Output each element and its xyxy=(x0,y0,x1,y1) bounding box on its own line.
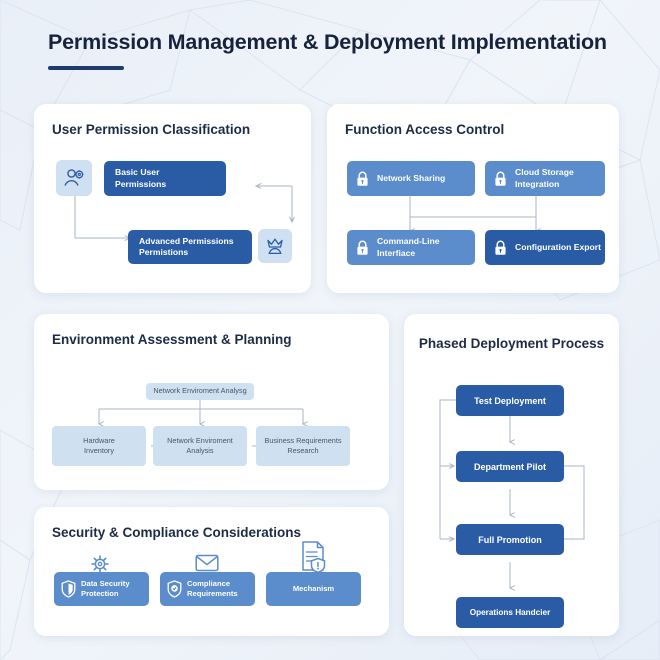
card-title-environment: Environment Assessment & Planning xyxy=(52,332,292,347)
label-line2: Permissions xyxy=(115,178,167,189)
box-configuration-export-label: Configuration Export xyxy=(515,242,601,253)
card-function-access-control: Function Access Control Network Sharing xyxy=(327,104,619,293)
box-department-pilot-label: Department Pilot xyxy=(473,461,546,472)
label-line1: Network Sharing xyxy=(377,172,446,183)
label-line1: Network Enviroment Analysg xyxy=(153,386,247,396)
box-command-line-interface[interactable]: Command-Line Interfiace xyxy=(347,230,475,265)
envelope-icon xyxy=(195,554,219,572)
label-line1: Hardware xyxy=(83,435,115,445)
box-advanced-permissions-label: Advanced Permissions Permistions xyxy=(139,236,234,259)
lock-icon xyxy=(357,240,368,255)
user-gear-icon xyxy=(64,169,84,186)
box-configuration-export[interactable]: Configuration Export xyxy=(485,230,605,265)
card-title-function-access: Function Access Control xyxy=(345,122,505,137)
crown-icon-tile[interactable] xyxy=(258,229,292,263)
box-network-environment-analysis[interactable]: Network Enviroment Analysis xyxy=(153,426,247,466)
label-line1: Configuration Export xyxy=(515,241,601,252)
card-security-compliance-considerations: Security & Compliance Considerations xyxy=(34,507,389,636)
document-shield-icon xyxy=(302,541,326,574)
box-network-sharing[interactable]: Network Sharing xyxy=(347,161,475,196)
box-test-deployment-label: Test Deployment xyxy=(474,395,546,406)
label-line1: Basic User xyxy=(115,167,160,178)
shield-check-icon xyxy=(167,580,182,598)
label-line2: Inventory xyxy=(83,446,114,455)
box-hardware-inventory[interactable]: Hardware Inventory xyxy=(52,426,146,466)
label-line2: Protection xyxy=(81,589,119,598)
box-business-requirements-research[interactable]: Business Requirements Research xyxy=(256,426,350,466)
box-full-promotion[interactable]: Full Promotion xyxy=(456,524,564,555)
box-cloud-storage-integration-label: Cloud Storage Integration xyxy=(515,167,574,189)
box-department-pilot[interactable]: Department Pilot xyxy=(456,451,564,482)
label-line2: Research xyxy=(287,446,319,455)
label-line2: Requirements xyxy=(187,589,238,598)
box-cloud-storage-integration[interactable]: Cloud Storage Integration xyxy=(485,161,605,196)
box-compliance-requirements[interactable]: Compliance Requirements xyxy=(160,572,255,606)
title-underline-rule xyxy=(48,66,124,70)
page-header: Permission Management & Deployment Imple… xyxy=(48,30,607,70)
label-line1: Mechanism xyxy=(292,583,335,593)
box-network-environment-analysis-label: Network Enviroment Analysis xyxy=(167,436,233,457)
box-mechanism-label: Mechanism xyxy=(293,584,334,594)
lock-icon xyxy=(357,171,368,186)
security-item-data-security-protection: Data Security Protection xyxy=(54,552,149,606)
box-network-environment-analysg[interactable]: Network Enviroment Analysg xyxy=(146,383,254,400)
card-title-user-permission: User Permission Classification xyxy=(52,122,251,137)
label-line1: Command-Line xyxy=(377,236,440,247)
crown-icon xyxy=(267,238,283,255)
box-basic-user-permissions-label: Basic User Permissions xyxy=(115,167,166,190)
box-full-promotion-label: Full Promotion xyxy=(478,534,542,545)
security-item-mechanism: Mechanism xyxy=(266,540,361,606)
box-mechanism[interactable]: Mechanism xyxy=(266,572,361,606)
box-data-security-protection-label: Data Security Protection xyxy=(81,579,130,599)
box-command-line-interface-label: Command-Line Interfiace xyxy=(377,236,440,258)
label-line1: Advanced Permissions xyxy=(139,235,234,246)
page-title: Permission Management & Deployment Imple… xyxy=(48,30,607,54)
box-test-deployment[interactable]: Test Deployment xyxy=(456,385,564,416)
lock-icon xyxy=(495,240,506,255)
box-data-security-protection[interactable]: Data Security Protection xyxy=(54,572,149,606)
label-line2: Interfiace xyxy=(377,247,416,258)
lock-icon xyxy=(495,171,506,186)
security-item-compliance-requirements: Compliance Requirements xyxy=(160,552,255,606)
label-line1: Data Security xyxy=(81,578,130,588)
box-operations-handover-label: Operations Handcier xyxy=(469,608,551,617)
box-advanced-permissions[interactable]: Advanced Permissions Permistions xyxy=(128,230,252,264)
label-line2: Permistions xyxy=(139,247,189,257)
card-user-permission-classification: User Permission Classification xyxy=(34,104,311,293)
box-network-sharing-label: Network Sharing xyxy=(377,173,445,184)
label-line1: Cloud Storage xyxy=(515,167,574,178)
label-line2: Integration xyxy=(515,178,560,189)
box-compliance-requirements-label: Compliance Requirements xyxy=(187,579,238,599)
label-line1: Network Enviroment xyxy=(167,435,233,445)
box-business-requirements-research-label: Business Requirements Research xyxy=(264,436,341,457)
label-line1: Business Requirements xyxy=(264,435,342,445)
box-hardware-inventory-label: Hardware Inventory xyxy=(83,436,115,457)
user-gear-icon-tile[interactable] xyxy=(56,160,92,196)
box-basic-user-permissions[interactable]: Basic User Permissions xyxy=(104,161,226,196)
card-title-security-compliance: Security & Compliance Considerations xyxy=(52,525,302,540)
card-title-phased-deployment: Phased Deployment Process xyxy=(418,336,605,351)
shield-icon xyxy=(61,580,76,598)
label-line2: Analysis xyxy=(186,446,214,455)
card-environment-assessment-planning: Environment Assessment & Planning Net xyxy=(34,314,389,490)
card-phased-deployment-process: Phased Deployment Process Test Depl xyxy=(404,314,619,636)
label-line1: Compliance xyxy=(187,578,231,588)
box-operations-handover[interactable]: Operations Handcier xyxy=(456,597,564,628)
